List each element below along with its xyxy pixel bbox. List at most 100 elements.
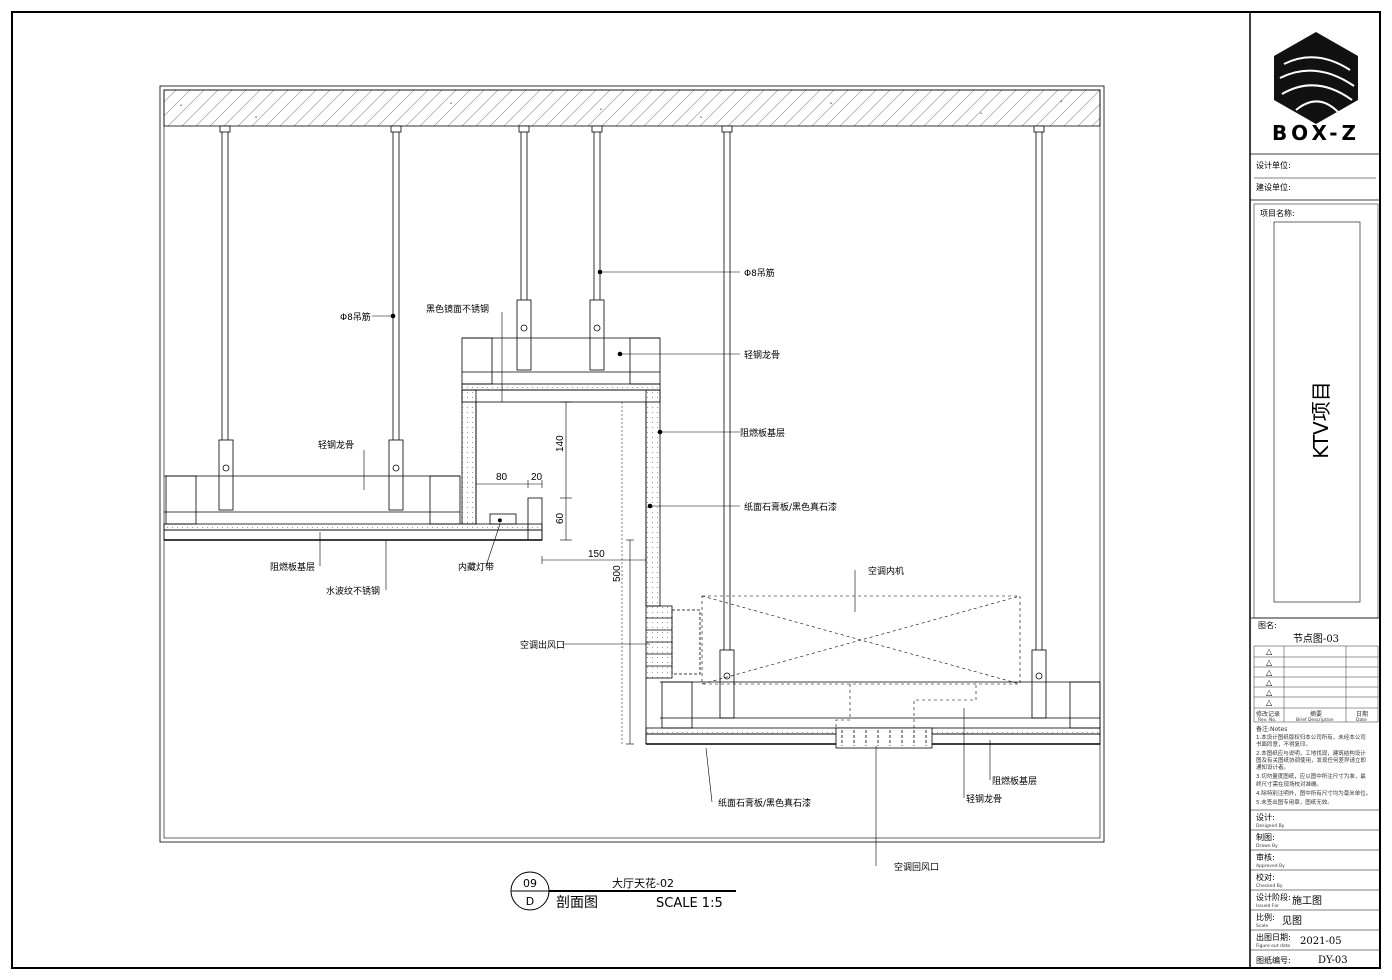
- revision-mark: △: [1266, 668, 1273, 677]
- suspension-rods: [219, 125, 1045, 650]
- title-block: BOX-Z 设计单位: 建设单位: 项目名称: KTV项目 图名: 节点图-03…: [1250, 32, 1380, 966]
- label-gypsum-right: 纸面石膏板/黑色真石漆: [744, 501, 837, 513]
- drawing-number-label: 图纸编号:: [1256, 955, 1291, 965]
- label-fire-board-left: 阻燃板基层: [270, 561, 315, 573]
- issued-for-label: 设计阶段:: [1256, 892, 1291, 902]
- drawing-number-value: DY-03: [1318, 955, 1348, 966]
- revision-mark: △: [1266, 688, 1273, 697]
- note-line: 4.除特别注明外，图中所有尺寸均为毫米单位。: [1256, 789, 1371, 797]
- dim-140: 140: [555, 435, 566, 452]
- date-label: 出图日期:: [1256, 932, 1291, 942]
- svg-text:▵: ▵: [450, 101, 453, 106]
- label-mirror-steel: 黑色镜面不锈钢: [426, 303, 489, 315]
- drawing-name-label: 图名:: [1258, 620, 1277, 630]
- rod: [721, 125, 733, 650]
- label-water-ripple: 水波纹不锈钢: [326, 585, 380, 597]
- checked-by-label-en: Checked By: [1256, 883, 1283, 889]
- svg-text:▵: ▵: [830, 101, 833, 106]
- revision-header-summary: 摘要: [1310, 710, 1322, 718]
- revision-mark: △: [1266, 698, 1273, 707]
- project-name: KTV项目: [1309, 381, 1333, 458]
- sheet-border: [11, 11, 1381, 969]
- notes-label: 备注:Notes: [1256, 725, 1287, 733]
- drawn-by-label: 制图:: [1256, 832, 1275, 842]
- svg-text:▵: ▵: [180, 103, 183, 108]
- scale-label-en: Scale: [1256, 923, 1268, 929]
- section-tag: 09 D 大厅天花-02 剖面图 SCALE 1:5: [510, 871, 736, 911]
- revision-mark: △: [1266, 678, 1273, 687]
- issued-for-value: 施工图: [1292, 894, 1322, 907]
- label-fire-board-bottom: 阻燃板基层: [992, 775, 1037, 787]
- designed-by-label: 设计:: [1256, 812, 1275, 822]
- dim-60: 60: [555, 512, 566, 524]
- note-line: 通知设计者。: [1256, 763, 1289, 771]
- brand-name: BOX-Z: [1272, 121, 1360, 145]
- note-line: 书面同意，不得复印。: [1256, 740, 1311, 748]
- issued-for-label-en: Issued For: [1256, 903, 1279, 909]
- svg-text:▵: ▵: [600, 107, 603, 112]
- scale-value: 见图: [1282, 915, 1302, 927]
- label-hidden-light: 内藏灯带: [458, 561, 494, 573]
- revision-header-date: 日期: [1356, 710, 1368, 718]
- note-line: 图及有关图纸协调使用，发现任何差异请立即: [1256, 756, 1367, 764]
- label-ac-outlet: 空调出风口: [520, 639, 565, 651]
- project-name-label: 项目名称:: [1260, 208, 1295, 218]
- label-rod-left: Φ8吊筋: [340, 311, 371, 323]
- design-unit-label: 设计单位:: [1256, 160, 1291, 170]
- svg-text:✱: ✱: [498, 518, 502, 524]
- scale-label: 比例:: [1256, 912, 1275, 922]
- note-line: 2.本图纸应与说明，工地找现，建筑结构设计: [1256, 749, 1366, 757]
- note-line: 3.切勿量度图纸，应以图中所注尺寸为准，最: [1256, 772, 1366, 780]
- date-value: 2021-05: [1300, 936, 1342, 947]
- logo-hexagon-icon: [1274, 32, 1358, 124]
- checked-by-label: 校对:: [1256, 872, 1275, 882]
- approved-by-label: 审核:: [1256, 852, 1275, 862]
- label-ac-unit: 空调内机: [868, 565, 904, 577]
- drawing-boundary: [159, 85, 1105, 843]
- revision-header-record: 修改记录: [1256, 710, 1280, 718]
- section-number: 09: [523, 877, 537, 890]
- svg-text:▵: ▵: [1060, 99, 1063, 104]
- ac-unit-box: [701, 595, 1021, 728]
- leader-lines: [319, 269, 991, 866]
- label-fire-board-right: 阻燃板基层: [740, 427, 785, 439]
- revision-mark: △: [1266, 647, 1273, 656]
- label-ac-return: 空调回风口: [894, 861, 939, 873]
- section-drawing: ▵ ▵ ▵ ▵ ▵ ▵ ▵ ▵: [159, 85, 1105, 873]
- concrete-slab: ▵ ▵ ▵ ▵ ▵ ▵ ▵ ▵: [163, 89, 1101, 127]
- left-ceiling: ✱: [163, 475, 543, 541]
- dim-150: 150: [588, 549, 605, 560]
- note-line: 终尺寸需在现场校对准确。: [1256, 780, 1322, 788]
- note-line: 5.未签出图专用章，图纸无效。: [1256, 798, 1333, 806]
- label-keel-bottom: 轻钢龙骨: [966, 793, 1002, 805]
- revision-table: [1253, 645, 1379, 723]
- designed-by-label-en: Designed By: [1256, 823, 1285, 829]
- label-keel-top: 轻钢龙骨: [744, 349, 780, 361]
- section-type: 剖面图: [556, 895, 598, 911]
- revision-mark: △: [1266, 658, 1273, 667]
- approved-by-label-en: Approved By: [1256, 863, 1285, 869]
- rod: [1033, 125, 1045, 650]
- svg-text:▵: ▵: [255, 115, 258, 120]
- revision-header-date-en: Date: [1356, 717, 1367, 723]
- section-title: 大厅天花-02: [612, 876, 674, 890]
- rod: [518, 125, 530, 300]
- date-label-en: Figure out date: [1256, 943, 1290, 949]
- svg-text:▵: ▵: [980, 111, 983, 116]
- section-sheet: D: [526, 895, 534, 908]
- build-unit-label: 建设单位:: [1256, 182, 1291, 192]
- section-scale: SCALE 1:5: [656, 896, 723, 911]
- lower-ceiling: [645, 605, 1101, 749]
- note-line: 1.本设计图纸版权归本公司所有，未经本公司: [1256, 733, 1366, 741]
- label-gypsum-bottom: 纸面石膏板/黑色真石漆: [718, 797, 811, 809]
- svg-text:▵: ▵: [700, 115, 703, 120]
- hanger-brackets: [218, 299, 1047, 719]
- rod: [390, 125, 402, 440]
- dim-20: 20: [531, 472, 543, 483]
- revision-header-summary-en: Brief Description: [1296, 717, 1334, 723]
- revision-header-record-en: Rev. No.: [1258, 717, 1276, 723]
- label-keel-left: 轻钢龙骨: [318, 439, 354, 451]
- drawn-by-label-en: Drawn By: [1256, 843, 1278, 849]
- rod: [219, 125, 231, 440]
- dim-500: 500: [612, 565, 623, 582]
